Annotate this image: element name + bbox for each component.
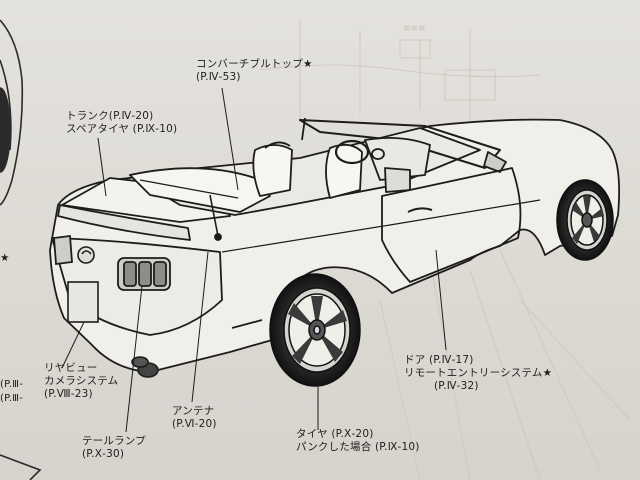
leader-door (435, 249, 447, 351)
left-margin-star-text: ★ (0, 252, 10, 264)
leader-convertible-top (221, 87, 239, 191)
label-rearview-camera-line2: カメラシステム (44, 375, 119, 387)
label-tail-lamp: テールランプ (P.Ⅹ-30) (82, 435, 146, 461)
label-door-name: ドア (P.Ⅳ-17) (404, 354, 474, 366)
leader-tail-lamp (125, 285, 143, 433)
front-wheel (556, 179, 614, 261)
car-body (49, 117, 621, 373)
label-tail-lamp-name: テールランプ (82, 435, 146, 447)
label-rearview-camera-ref: (P.Ⅷ-23) (44, 388, 93, 400)
label-antenna-name: アンテナ (172, 405, 215, 417)
ghost-text: ≡≡≡ (403, 24, 426, 34)
label-door: ドア (P.Ⅳ-17) リモートエントリーシステム★ (P.Ⅳ-32) (404, 354, 552, 393)
label-tail-lamp-ref: (P.Ⅹ-30) (82, 448, 125, 460)
left-margin-ref-1: (P.Ⅲ- (0, 378, 23, 391)
label-convertible-top-name: コンバーチブルトップ★ (196, 58, 313, 70)
label-trunk-spare: スペアタイヤ (P.Ⅸ-10) (66, 123, 178, 135)
tail-lamps (53, 234, 171, 291)
label-convertible-top-ref: (P.Ⅳ-53) (196, 71, 241, 83)
leader-antenna (191, 251, 209, 403)
label-tire-flat: パンクした場合 (P.Ⅸ-10) (296, 441, 420, 453)
left-margin-ref-1-text: (P.Ⅲ- (0, 379, 24, 390)
label-tire: タイヤ (P.Ⅹ-20) パンクした場合 (P.Ⅸ-10) (296, 428, 420, 454)
label-door-remote: リモートエントリーシステム★ (404, 367, 553, 379)
label-antenna-ref: (P.Ⅵ-20) (172, 418, 217, 430)
rear-wheel (269, 273, 361, 387)
left-page-car-fragment (0, 19, 42, 480)
label-convertible-top: コンバーチブルトップ★ (P.Ⅳ-53) (196, 58, 313, 84)
background-ghost-lines (259, 20, 631, 480)
label-rearview-camera-line1: リヤビュー (44, 362, 98, 374)
left-margin-ref-2-text: (P.Ⅲ- (0, 393, 24, 404)
leader-trunk (97, 137, 107, 197)
label-rearview-camera: リヤビュー カメラシステム (P.Ⅷ-23) (44, 362, 118, 401)
left-margin-star: ★ (0, 252, 10, 265)
label-tire-name: タイヤ (P.Ⅹ-20) (296, 428, 374, 440)
left-margin-ref-2: (P.Ⅲ- (0, 392, 23, 405)
label-trunk: トランク(P.Ⅳ-20) スペアタイヤ (P.Ⅸ-10) (66, 110, 177, 136)
leader-lines (61, 87, 447, 433)
leader-rearview-camera (61, 321, 85, 369)
label-antenna: アンテナ (P.Ⅵ-20) (172, 405, 217, 431)
label-door-ref: (P.Ⅳ-32) (434, 380, 479, 392)
label-trunk-name: トランク(P.Ⅳ-20) (66, 110, 154, 122)
rear-details (67, 246, 159, 378)
